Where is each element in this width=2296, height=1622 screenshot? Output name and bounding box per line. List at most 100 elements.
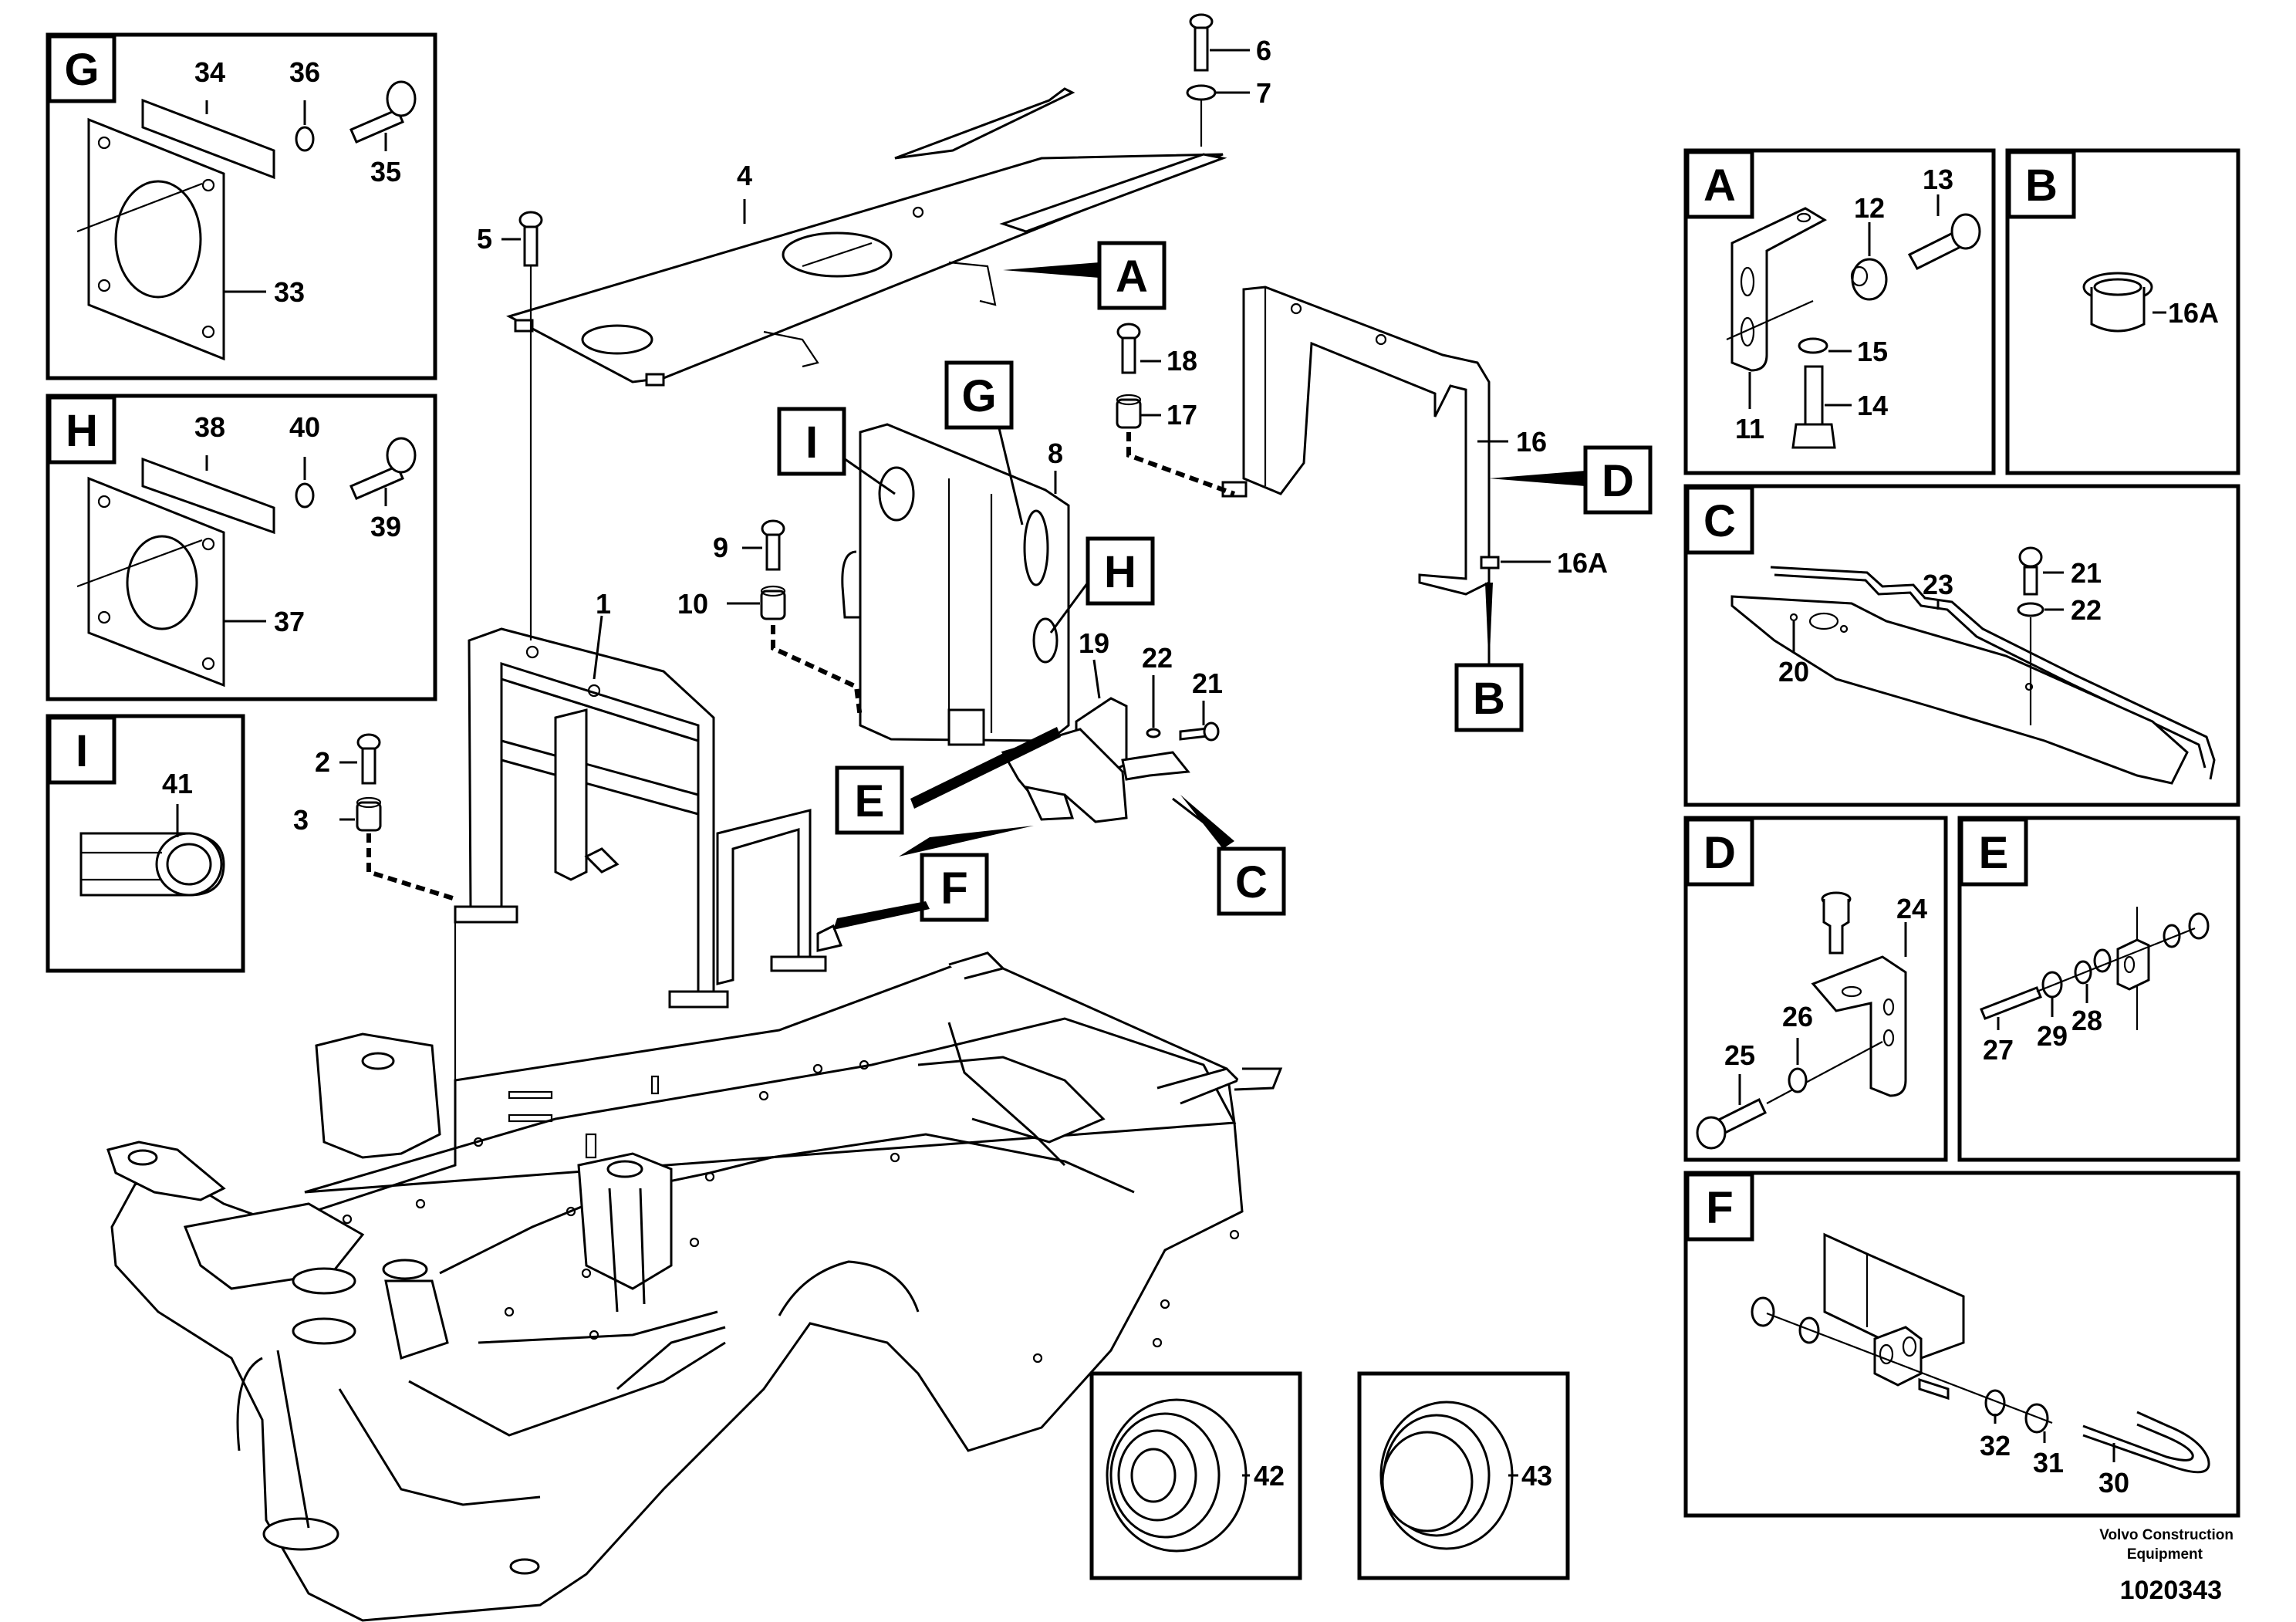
bracket-drawing xyxy=(1726,207,1981,449)
detail-i-letter: I xyxy=(76,726,88,776)
detail-a-letter-box xyxy=(1685,150,1754,219)
detail-d-letter-box xyxy=(1685,817,1754,887)
center-panel-drawing xyxy=(841,423,1070,746)
detail-e-letter: E xyxy=(1979,828,2009,878)
leader-h xyxy=(1049,582,1089,634)
label-26: 26 xyxy=(1782,1001,1813,1032)
callout-c-box xyxy=(1217,846,1286,916)
bolt-21-washer-22 xyxy=(1146,721,1220,742)
label-15: 15 xyxy=(1857,336,1888,367)
leader-i xyxy=(839,454,896,495)
detail-h-letter: H xyxy=(66,406,98,456)
detail-e-letter-box xyxy=(1959,817,2028,887)
label-4: 4 xyxy=(737,160,752,191)
main-assembly: 4 5 6 7 A xyxy=(106,13,1653,1622)
top-plate-drawing xyxy=(506,87,1227,387)
arch-bracket-drawing xyxy=(1221,286,1500,596)
detail-h: H 38 40 39 37 xyxy=(46,394,437,701)
detail-h-letter-box xyxy=(47,395,116,465)
detail-i: I 41 xyxy=(46,714,245,973)
seal-strip-drawing xyxy=(1730,546,2216,785)
label-23: 23 xyxy=(1923,569,1953,600)
label-22: 22 xyxy=(1142,642,1173,674)
label-16a-detail: 16A xyxy=(2168,297,2219,329)
callout-f: F xyxy=(940,863,967,914)
publisher-line-1: Volvo Construction xyxy=(2099,1527,2234,1543)
detail-g-letter: G xyxy=(64,45,99,95)
label-5: 5 xyxy=(477,223,492,255)
detail-b: B 16A xyxy=(2005,148,2240,475)
detail-c: C 21 23 22 20 xyxy=(1683,484,2240,807)
label-7: 7 xyxy=(1256,77,1271,109)
detail-f: F 32 31 30 xyxy=(1683,1171,2240,1518)
detail-d-letter: D xyxy=(1703,828,1736,878)
label-16a: 16A xyxy=(1557,547,1608,579)
label-8: 8 xyxy=(1048,438,1063,469)
label-21: 21 xyxy=(1192,667,1223,699)
label-37: 37 xyxy=(274,606,305,637)
bolt-6-washer-7 xyxy=(1186,13,1217,147)
label-41: 41 xyxy=(162,768,193,799)
detail-e: E 29 28 27 xyxy=(1957,816,2240,1162)
chassis-frame-drawing xyxy=(106,951,1283,1622)
label-31: 31 xyxy=(2033,1447,2064,1478)
detail-i-letter-box xyxy=(47,715,116,785)
leader-g xyxy=(998,427,1024,525)
detail-b-letter-box xyxy=(2007,150,2076,219)
callout-g: G xyxy=(961,371,996,421)
bolt-2-spacer-3 xyxy=(356,733,382,832)
bolt-9-spacer-10 xyxy=(760,519,786,620)
detail-c-letter-box xyxy=(1685,485,1754,555)
arrow-d xyxy=(1489,471,1585,486)
label-20: 20 xyxy=(1778,656,1809,688)
arrow-f-lower xyxy=(833,901,930,930)
label-38: 38 xyxy=(194,411,225,443)
detail-43: 43 xyxy=(1357,1371,1570,1580)
arrow-f-upper xyxy=(899,826,1034,857)
label-10: 10 xyxy=(677,588,708,620)
label-16: 16 xyxy=(1516,426,1547,458)
label-35: 35 xyxy=(370,156,401,188)
label-19: 19 xyxy=(1079,627,1109,659)
publisher-line-2: Equipment xyxy=(2127,1546,2203,1563)
u-bolt-drawing xyxy=(1751,1232,2210,1474)
arrow-e xyxy=(910,727,1061,809)
label-36: 36 xyxy=(289,56,320,88)
detail-b-letter: B xyxy=(2025,161,2058,211)
label-6: 6 xyxy=(1256,35,1271,66)
callout-g-box xyxy=(944,360,1014,430)
label-28: 28 xyxy=(2071,1005,2102,1036)
detail-g: G 34 36 35 33 xyxy=(46,32,437,380)
callout-e-box xyxy=(835,765,904,835)
grommet-drawing xyxy=(1106,1398,1248,1553)
flange-plate-drawing xyxy=(76,80,417,361)
callout-b: B xyxy=(1473,674,1505,724)
pin-bracket-drawing xyxy=(1696,891,1907,1150)
label-33: 33 xyxy=(274,276,305,308)
drawing-number: 1020343 xyxy=(2120,1576,2222,1605)
callout-i: I xyxy=(805,417,818,468)
label-40: 40 xyxy=(289,411,320,443)
label-43: 43 xyxy=(1521,1460,1552,1492)
callout-d-box xyxy=(1583,445,1653,515)
callout-d: D xyxy=(1602,456,1634,506)
label-29: 29 xyxy=(2037,1020,2068,1052)
plug-drawing xyxy=(1379,1401,1514,1550)
detail-42: 42 xyxy=(1089,1371,1302,1580)
label-30: 30 xyxy=(2098,1467,2129,1499)
arrow-a xyxy=(1003,262,1099,278)
bolt-5 xyxy=(518,211,543,316)
edge-trim-drawing xyxy=(79,832,225,897)
callout-b-box xyxy=(1454,663,1524,732)
callout-h-box xyxy=(1086,536,1155,606)
detail-g-letter-box xyxy=(47,34,116,103)
callout-c: C xyxy=(1235,857,1268,907)
label-1: 1 xyxy=(596,588,611,620)
detail-a-letter: A xyxy=(1703,161,1736,211)
bracket-19-drawing xyxy=(1001,697,1190,823)
arrow-c xyxy=(1180,795,1234,849)
label-12: 12 xyxy=(1854,192,1885,224)
detail-f-letter-box xyxy=(1685,1172,1754,1242)
label-18: 18 xyxy=(1167,345,1197,377)
